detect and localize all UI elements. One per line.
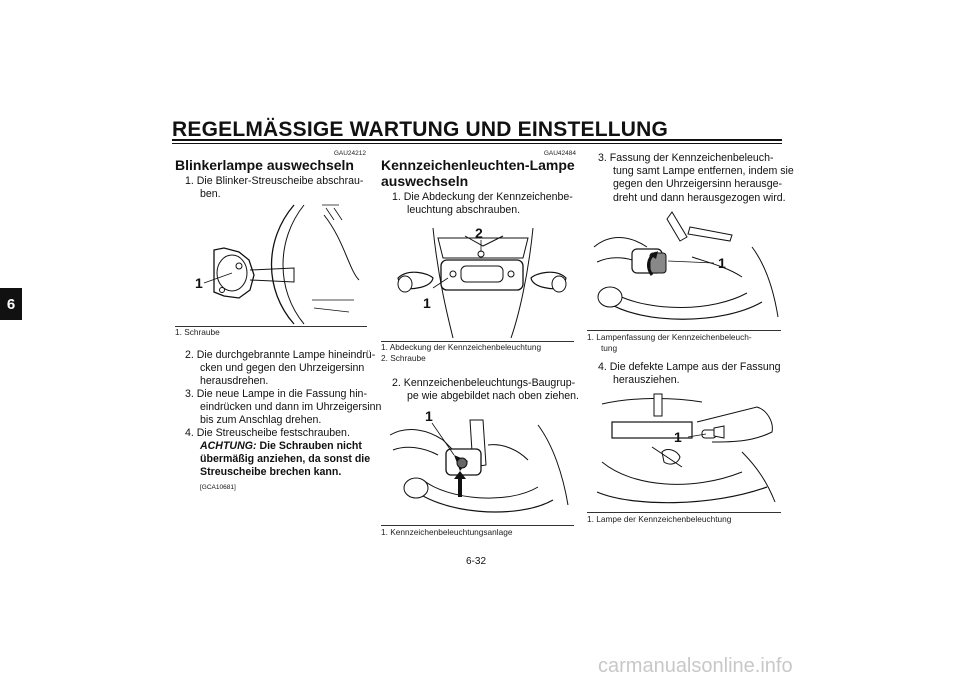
section-heading: Kennzeichenleuchten-Lampe auswechseln xyxy=(381,157,575,189)
caption-line: 1. Lampenfassung der Kennzeichenbeleuch- xyxy=(587,332,752,342)
figure-label: 1 xyxy=(423,295,431,311)
turn-signal-illustration: 1 xyxy=(195,204,360,325)
caption-rule xyxy=(175,326,367,327)
figure-label: 1 xyxy=(425,408,433,424)
caution-code: [GCA10681] xyxy=(200,483,236,491)
figure-caption: 1. Kennzeichenbeleuchtungsanlage xyxy=(381,527,513,537)
step-line: 1. Die Abdeckung der Kennzeichenbe- xyxy=(392,191,573,203)
step-line: 3. Fassung der Kennzeichenbeleuch- xyxy=(598,152,774,164)
figure-label: 1 xyxy=(674,429,682,445)
step-line: leuchtung abschrauben. xyxy=(407,204,521,217)
section-code: GAU42484 xyxy=(543,150,576,157)
step-2: 2. Die durchgebrannte Lampe hineindrü- c… xyxy=(185,349,375,389)
figure-label: 1 xyxy=(718,255,726,271)
step-line: 3. Die neue Lampe in die Fassung hin- xyxy=(185,388,367,400)
step-2: 2. Kennzeichenbeleuchtungs-Baugrup- pe w… xyxy=(392,377,579,403)
figure-caption: 1. Abdeckung der Kennzeichenbeleuchtung … xyxy=(381,342,541,364)
lamp-socket-illustration: 1 xyxy=(593,211,779,320)
caution-label: ACHTUNG: xyxy=(200,440,257,452)
step-line: gegen den Uhrzeigersinn herausge- xyxy=(613,178,783,191)
step-3: 3. Die neue Lampe in die Fassung hin- ei… xyxy=(185,388,381,428)
step-line: pe wie abgebildet nach oben ziehen. xyxy=(407,390,579,403)
step-line: bis zum Anschlag drehen. xyxy=(200,414,322,427)
caption-rule xyxy=(381,525,574,526)
caution-text: übermäßig anziehen, da sonst die xyxy=(200,453,371,466)
caution-text: Die Schrauben nicht xyxy=(256,440,362,452)
page-header-title: REGELMÄSSIGE WARTUNG UND EINSTELLUNG xyxy=(172,118,669,141)
figure-label: 2 xyxy=(475,225,483,241)
step-1: 1. Die Blinker-Streuscheibe abschrau- be… xyxy=(185,175,363,201)
figure-caption: 1. Schraube xyxy=(175,327,220,337)
page-number: 6-32 xyxy=(466,556,487,567)
step-line: cken und gegen den Uhrzeigersinn xyxy=(200,362,365,375)
step-4: 4. Die Streuscheibe festschrauben. xyxy=(185,427,350,439)
step-line: ben. xyxy=(200,188,221,201)
caution-block: ACHTUNG: Die Schrauben nicht übermäßig a… xyxy=(200,440,372,494)
step-line: eindrücken und dann im Uhrzeigersinn xyxy=(200,401,382,414)
step-line: 1. Die Blinker-Streuscheibe abschrau- xyxy=(185,175,364,187)
caption-rule xyxy=(381,341,574,342)
defective-lamp-illustration: 1 xyxy=(596,393,776,504)
figure-caption: 1. Lampenfassung der Kennzeichenbeleuch-… xyxy=(587,332,752,354)
chapter-tab: 6 xyxy=(0,288,22,320)
heading-line: Kennzeichenleuchten-Lampe xyxy=(381,157,575,173)
step-line: herausdrehen. xyxy=(200,375,269,388)
heading-line: auswechseln xyxy=(381,173,469,189)
step-line: 2. Kennzeichenbeleuchtungs-Baugrup- xyxy=(392,377,576,389)
license-light-cover-illustration: 2 1 xyxy=(397,225,567,339)
caption-line: tung xyxy=(601,343,618,353)
section-heading: Blinkerlampe auswechseln xyxy=(175,157,354,173)
caption-rule xyxy=(587,512,781,513)
caption-line: 1. Abdeckung der Kennzeichenbeleuchtung xyxy=(381,342,542,352)
header-rule-thin xyxy=(172,143,782,144)
step-4: 4. Die defekte Lampe aus der Fassung her… xyxy=(598,361,781,387)
figure-label: 1 xyxy=(195,275,203,291)
step-line: herausziehen. xyxy=(613,374,680,387)
figure-caption: 1. Lampe der Kennzeichenbeleuchtung xyxy=(587,514,732,524)
step-3: 3. Fassung der Kennzeichenbeleuch- tung … xyxy=(598,152,794,205)
step-line: 2. Die durchgebrannte Lampe hineindrü- xyxy=(185,349,376,361)
caption-rule xyxy=(587,330,781,331)
step-line: dreht und dann herausgezogen wird. xyxy=(613,191,786,204)
step-line: 4. Die defekte Lampe aus der Fassung xyxy=(598,361,781,373)
caution-text: Streuscheibe brechen kann. xyxy=(200,466,342,479)
caption-line: 2. Schraube xyxy=(381,353,426,363)
watermark: carmanualsonline.info xyxy=(598,655,793,677)
header-rule xyxy=(172,139,782,141)
step-1: 1. Die Abdeckung der Kennzeichenbe- leuc… xyxy=(392,191,573,217)
license-light-assembly-illustration: 1 xyxy=(389,408,569,513)
step-line: tung samt Lampe entfernen, indem sie xyxy=(613,165,794,178)
section-code: GAU24212 xyxy=(333,150,366,157)
